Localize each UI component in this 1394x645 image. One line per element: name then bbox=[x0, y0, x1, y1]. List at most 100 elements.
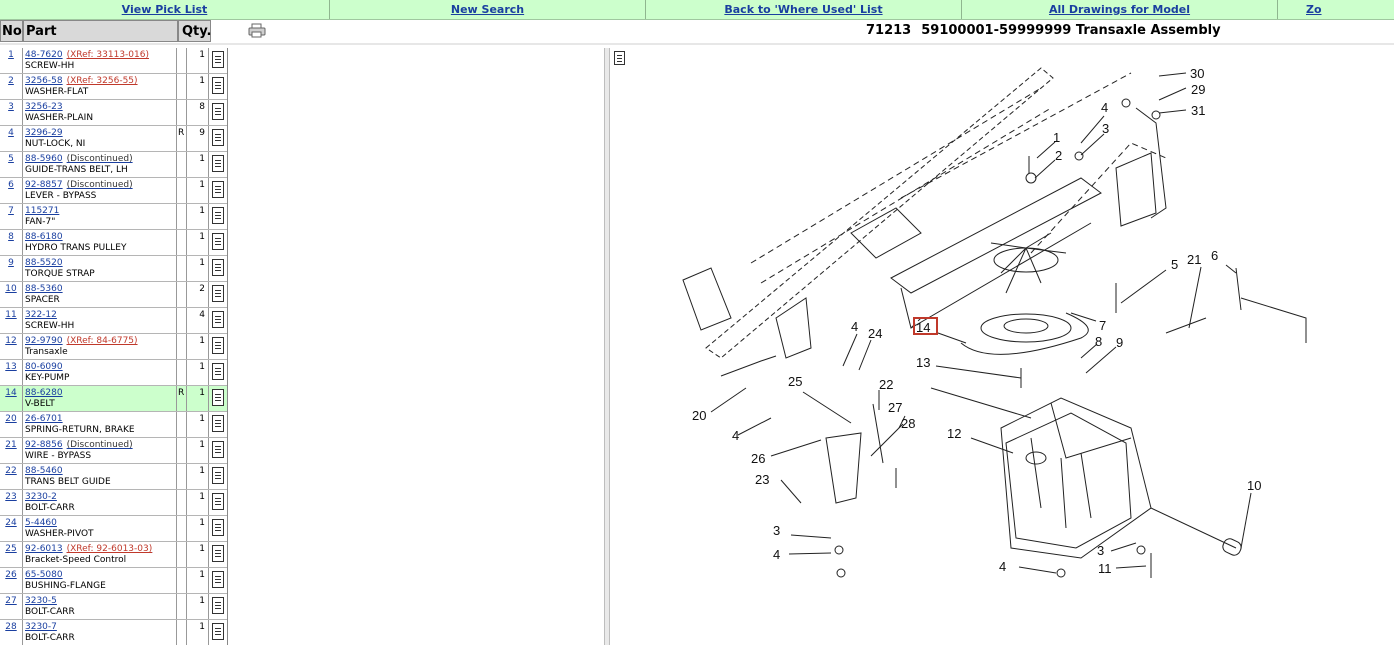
view-pick-list-link[interactable]: View Pick List bbox=[0, 0, 330, 19]
part-number-link[interactable]: 3230-5 bbox=[25, 596, 57, 606]
callout-11[interactable]: 11 bbox=[1098, 561, 1112, 576]
part-number-link[interactable]: 3230-2 bbox=[25, 492, 57, 502]
table-row[interactable]: 4 3296-29 NUT-LOCK, NI R 9 bbox=[0, 126, 227, 152]
item-number-link[interactable]: 24 bbox=[0, 516, 23, 541]
part-number-link[interactable]: 88-5360 bbox=[25, 284, 63, 294]
item-number-link[interactable]: 5 bbox=[0, 152, 23, 177]
table-row[interactable]: 12 92-9790(XRef: 84-6775) Transaxle 1 bbox=[0, 334, 227, 360]
table-row[interactable]: 27 3230-5 BOLT-CARR 1 bbox=[0, 594, 227, 620]
part-number-link[interactable]: 3256-23 bbox=[25, 102, 63, 112]
item-number-link[interactable]: 7 bbox=[0, 204, 23, 229]
document-icon[interactable] bbox=[212, 285, 224, 302]
column-header-no[interactable]: No. bbox=[0, 20, 27, 42]
item-number-link[interactable]: 26 bbox=[0, 568, 23, 593]
part-number-link[interactable]: 115271 bbox=[25, 206, 60, 216]
table-row[interactable]: 26 65-5080 BUSHING-FLANGE 1 bbox=[0, 568, 227, 594]
document-icon[interactable] bbox=[212, 207, 224, 224]
table-row[interactable]: 28 3230-7 BOLT-CARR 1 bbox=[0, 620, 227, 645]
table-row[interactable]: 22 88-5460 TRANS BELT GUIDE 1 bbox=[0, 464, 227, 490]
table-row[interactable]: 1 48-7620(XRef: 33113-016) SCREW-HH 1 bbox=[0, 48, 227, 74]
callout-26[interactable]: 26 bbox=[751, 451, 765, 466]
part-note[interactable]: (XRef: 3256-55) bbox=[66, 76, 138, 86]
item-number-link[interactable]: 4 bbox=[0, 126, 23, 151]
item-number-link[interactable]: 28 bbox=[0, 620, 23, 645]
document-icon[interactable] bbox=[212, 233, 224, 250]
document-icon[interactable] bbox=[212, 519, 224, 536]
item-number-link[interactable]: 8 bbox=[0, 230, 23, 255]
table-row[interactable]: 6 92-8857(Discontinued) LEVER - BYPASS 1 bbox=[0, 178, 227, 204]
callout-30[interactable]: 30 bbox=[1190, 66, 1204, 81]
document-icon[interactable] bbox=[614, 51, 625, 65]
part-note[interactable]: (Discontinued) bbox=[66, 440, 133, 450]
zoom-link[interactable]: Zo bbox=[1306, 3, 1322, 16]
callout-10[interactable]: 10 bbox=[1247, 478, 1261, 493]
callout-23[interactable]: 23 bbox=[755, 472, 769, 487]
document-icon[interactable] bbox=[212, 155, 224, 172]
part-number-link[interactable]: 92-8856 bbox=[25, 440, 63, 450]
callout-22[interactable]: 22 bbox=[879, 377, 893, 392]
part-number-link[interactable]: 88-6280 bbox=[25, 388, 63, 398]
callout-27[interactable]: 27 bbox=[888, 400, 902, 415]
item-number-link[interactable]: 13 bbox=[0, 360, 23, 385]
callout-3[interactable]: 3 bbox=[1102, 121, 1109, 136]
callout-4[interactable]: 4 bbox=[999, 559, 1006, 574]
printer-icon[interactable] bbox=[248, 23, 266, 38]
part-number-link[interactable]: 92-9790 bbox=[25, 336, 63, 346]
document-icon[interactable] bbox=[212, 181, 224, 198]
callout-13[interactable]: 13 bbox=[916, 355, 930, 370]
callout-12[interactable]: 12 bbox=[947, 426, 961, 441]
document-icon[interactable] bbox=[212, 467, 224, 484]
pane-splitter[interactable] bbox=[604, 48, 610, 645]
document-icon[interactable] bbox=[212, 623, 224, 640]
table-row[interactable]: 20 26-6701 SPRING-RETURN, BRAKE 1 bbox=[0, 412, 227, 438]
part-number-link[interactable]: 88-5960 bbox=[25, 154, 63, 164]
all-drawings-link[interactable]: All Drawings for Model bbox=[962, 0, 1278, 19]
table-row[interactable]: 3 3256-23 WASHER-PLAIN 8 bbox=[0, 100, 227, 126]
part-number-link[interactable]: 48-7620 bbox=[25, 50, 63, 60]
column-header-part[interactable]: Part bbox=[23, 20, 178, 42]
item-number-link[interactable]: 3 bbox=[0, 100, 23, 125]
part-note[interactable]: (Discontinued) bbox=[66, 180, 133, 190]
callout-1[interactable]: 1 bbox=[1053, 130, 1060, 145]
callout-7[interactable]: 7 bbox=[1099, 318, 1106, 333]
document-icon[interactable] bbox=[212, 259, 224, 276]
part-number-link[interactable]: 26-6701 bbox=[25, 414, 63, 424]
item-number-link[interactable]: 12 bbox=[0, 334, 23, 359]
table-row[interactable]: 7 115271 FAN-7" 1 bbox=[0, 204, 227, 230]
callout-3[interactable]: 3 bbox=[773, 523, 780, 538]
table-row[interactable]: 24 5-4460 WASHER-PIVOT 1 bbox=[0, 516, 227, 542]
document-icon[interactable] bbox=[212, 415, 224, 432]
table-row[interactable]: 13 80-6090 KEY-PUMP 1 bbox=[0, 360, 227, 386]
item-number-link[interactable]: 2 bbox=[0, 74, 23, 99]
document-icon[interactable] bbox=[212, 363, 224, 380]
part-number-link[interactable]: 5-4460 bbox=[25, 518, 57, 528]
callout-6[interactable]: 6 bbox=[1211, 248, 1218, 263]
part-number-link[interactable]: 88-5520 bbox=[25, 258, 63, 268]
document-icon[interactable] bbox=[212, 51, 224, 68]
callout-29[interactable]: 29 bbox=[1191, 82, 1205, 97]
callout-4[interactable]: 4 bbox=[773, 547, 780, 562]
table-row[interactable]: 9 88-5520 TORQUE STRAP 1 bbox=[0, 256, 227, 282]
part-number-link[interactable]: 65-5080 bbox=[25, 570, 63, 580]
document-icon[interactable] bbox=[212, 545, 224, 562]
document-icon[interactable] bbox=[212, 103, 224, 120]
part-number-link[interactable]: 322-12 bbox=[25, 310, 57, 320]
document-icon[interactable] bbox=[212, 311, 224, 328]
part-number-link[interactable]: 80-6090 bbox=[25, 362, 63, 372]
item-number-link[interactable]: 25 bbox=[0, 542, 23, 567]
table-row[interactable]: 11 322-12 SCREW-HH 4 bbox=[0, 308, 227, 334]
callout-8[interactable]: 8 bbox=[1095, 334, 1102, 349]
callout-4[interactable]: 4 bbox=[732, 428, 739, 443]
callout-21[interactable]: 21 bbox=[1187, 252, 1201, 267]
callout-28[interactable]: 28 bbox=[901, 416, 915, 431]
part-number-link[interactable]: 92-6013 bbox=[25, 544, 63, 554]
callout-4[interactable]: 4 bbox=[851, 319, 858, 334]
table-row[interactable]: 21 92-8856(Discontinued) WIRE - BYPASS 1 bbox=[0, 438, 227, 464]
item-number-link[interactable]: 20 bbox=[0, 412, 23, 437]
table-row[interactable]: 8 88-6180 HYDRO TRANS PULLEY 1 bbox=[0, 230, 227, 256]
table-row[interactable]: 2 3256-58(XRef: 3256-55) WASHER-FLAT 1 bbox=[0, 74, 227, 100]
document-icon[interactable] bbox=[212, 77, 224, 94]
part-note[interactable]: (Discontinued) bbox=[66, 154, 133, 164]
table-row[interactable]: 5 88-5960(Discontinued) GUIDE-TRANS BELT… bbox=[0, 152, 227, 178]
document-icon[interactable] bbox=[212, 337, 224, 354]
